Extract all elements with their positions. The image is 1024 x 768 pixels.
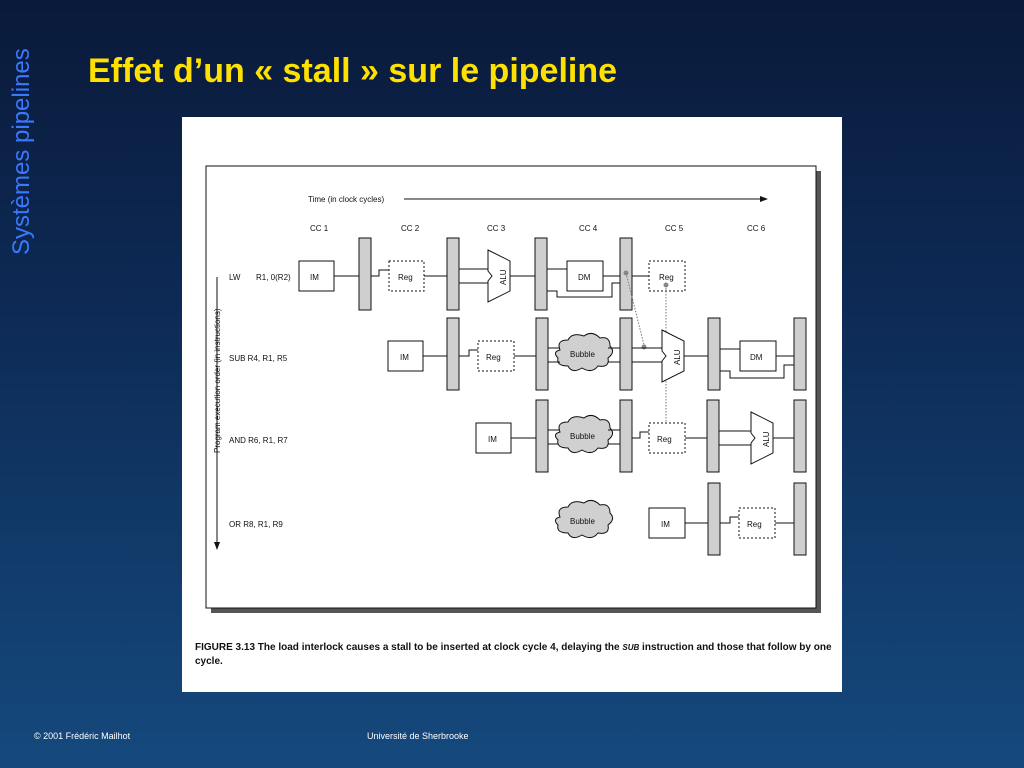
row-lw: IM Reg ALU DM Reg: [298, 237, 686, 311]
pipeline-latch: [793, 482, 807, 556]
row-or: Bubble IM Reg: [554, 482, 807, 556]
pipeline-diagram: Time (in clock cycles) CC 1 CC 2 CC 3 CC…: [205, 165, 821, 613]
im-label: IM: [661, 520, 670, 529]
bubble-label: Bubble: [570, 432, 595, 441]
wire: [632, 431, 649, 439]
cc-label: CC 1: [310, 224, 329, 233]
im-label: IM: [488, 435, 497, 444]
alu-label: ALU: [762, 431, 771, 447]
pipeline-latch: [535, 399, 549, 473]
pipeline-latch: [619, 317, 633, 391]
footer-copyright: © 2001 Frédéric Mailhot: [34, 731, 131, 741]
alu-shape: [750, 411, 774, 465]
wire: [547, 282, 620, 298]
im-box: [648, 507, 686, 539]
pipeline-latch: [793, 399, 807, 473]
bubble-cloud: [554, 332, 614, 372]
forward-path: [625, 272, 645, 346]
pipeline-figure: Time (in clock cycles) CC 1 CC 2 CC 3 CC…: [182, 117, 842, 692]
bubble-label: Bubble: [570, 350, 595, 359]
pipeline-latch: [535, 317, 549, 391]
cc-label: CC 2: [401, 224, 420, 233]
reg-label: Reg: [398, 273, 413, 282]
pipeline-latch: [358, 237, 372, 311]
instr-label-lw: LW: [229, 273, 241, 282]
reg-label: Reg: [747, 520, 762, 529]
dm-box: [739, 340, 777, 372]
caption-sub-word: SUB: [622, 643, 640, 652]
alu-label: ALU: [673, 349, 682, 365]
reg-box: [648, 422, 686, 454]
forward-dot: [641, 344, 647, 350]
instr-operands-lw: R1, 0(R2): [256, 273, 291, 282]
pipeline-latch: [446, 317, 460, 391]
im-box: [387, 340, 424, 372]
diagram-frame: [205, 165, 817, 609]
wire: [720, 364, 794, 379]
pipeline-latch: [793, 317, 807, 391]
wire: [459, 349, 478, 357]
instr-label-and: AND R6, R1, R7: [229, 436, 288, 445]
row-and: IM Bubble Reg ALU: [475, 399, 807, 473]
pipeline-latch: [619, 399, 633, 473]
reg-label: Reg: [486, 353, 501, 362]
im-label: IM: [310, 273, 319, 282]
dm-label: DM: [578, 273, 591, 282]
pipeline-latch: [707, 482, 721, 556]
reg-label: Reg: [657, 435, 672, 444]
cc-label: CC 6: [747, 224, 766, 233]
dm-box: [566, 260, 604, 292]
alu-shape: [661, 329, 685, 383]
pipeline-latch: [706, 399, 720, 473]
slide-title: Effet d’un « stall » sur le pipeline: [88, 52, 618, 90]
time-axis-label: Time (in clock cycles): [308, 195, 384, 204]
cc-label: CC 5: [665, 224, 684, 233]
pipeline-latch: [707, 317, 721, 391]
reg-box: [477, 340, 515, 372]
cc-label: CC 3: [487, 224, 506, 233]
row-sub: IM Reg Bubble ALU DM: [387, 317, 807, 391]
footer-institution: Université de Sherbrooke: [367, 731, 469, 741]
im-box: [475, 422, 512, 454]
alu-label: ALU: [499, 269, 508, 285]
bubble-label: Bubble: [570, 517, 595, 526]
figure-caption: FIGURE 3.13 The load interlock causes a …: [195, 641, 835, 669]
instr-label-sub: SUB R4, R1, R5: [229, 354, 288, 363]
pipeline-latch: [446, 237, 460, 311]
program-order-label: Program execution order (in instructions…: [213, 308, 222, 453]
reg-label: Reg: [659, 273, 674, 282]
dm-label: DM: [750, 353, 763, 362]
side-title: Systèmes pipelines: [8, 48, 35, 255]
bubble-cloud: [554, 414, 614, 454]
caption-prefix: FIGURE 3.13 The load interlock causes a …: [195, 642, 623, 653]
caption-suffix: instruction and those that follow by one…: [195, 642, 832, 667]
instr-label-or: OR R8, R1, R9: [229, 520, 283, 529]
reg-box: [388, 260, 425, 292]
wire: [720, 516, 739, 524]
im-label: IM: [400, 353, 409, 362]
bubble-cloud: [554, 499, 614, 539]
cc-label: CC 4: [579, 224, 598, 233]
wire: [371, 269, 389, 277]
alu-shape: [487, 249, 511, 303]
pipeline-latch: [534, 237, 548, 311]
reg-box: [738, 507, 776, 539]
